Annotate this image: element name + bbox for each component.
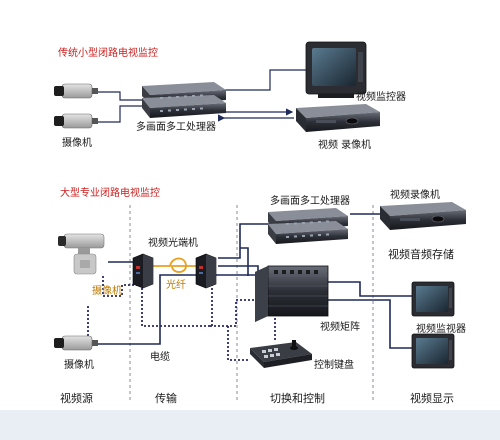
ptz-camera (58, 234, 104, 274)
monitor-large-2 (412, 334, 454, 368)
column-label-source: 视频源 (60, 392, 93, 405)
processor-large (268, 208, 348, 244)
recorder-small-label: 视频 录像机 (318, 140, 371, 152)
recorder-large-label: 视频录像机 (390, 190, 440, 202)
camera-large-2 (54, 336, 98, 350)
column-label-display: 视频显示 (410, 392, 454, 405)
fiber-transceiver-right (196, 254, 216, 288)
monitor-large-label: 视频监视器 (416, 324, 466, 336)
monitor-large-1 (412, 282, 454, 316)
keyboard-label: 控制键盘 (314, 360, 354, 372)
camera-small-label: 摄像机 (62, 138, 92, 150)
storage-label: 视频音频存储 (388, 248, 454, 261)
fiber-transceiver-left (133, 254, 153, 288)
monitor-small (306, 42, 366, 98)
column-label-switching: 切换和控制 (270, 392, 325, 405)
video-matrix (255, 266, 328, 322)
camera-large-2-label: 摄像机 (64, 360, 94, 372)
camera-small-2 (54, 114, 98, 128)
recorder-large (380, 202, 466, 230)
column-label-transmission: 传输 (155, 392, 177, 405)
recorder-small (296, 104, 380, 132)
fiber-transceiver-label: 视频光端机 (148, 238, 198, 250)
fiber-link (153, 259, 196, 273)
camera-large-1-label: 摄像机 (92, 286, 122, 298)
cable-label: 电缆 (150, 352, 170, 364)
fiber-label: 光纤 (166, 280, 186, 292)
small-section-title: 传统小型闭路电视监控 (58, 48, 158, 60)
processor-large-label: 多画面多工处理器 (270, 196, 350, 208)
monitor-small-label: 视频监控器 (356, 92, 406, 104)
matrix-label: 视频矩阵 (320, 322, 360, 334)
camera-small-1 (54, 84, 98, 98)
processor-small-label: 多画面多工处理器 (136, 122, 216, 134)
large-section-title: 大型专业闭路电视监控 (60, 188, 160, 200)
control-keyboard (250, 340, 312, 368)
processor-small (142, 82, 226, 118)
